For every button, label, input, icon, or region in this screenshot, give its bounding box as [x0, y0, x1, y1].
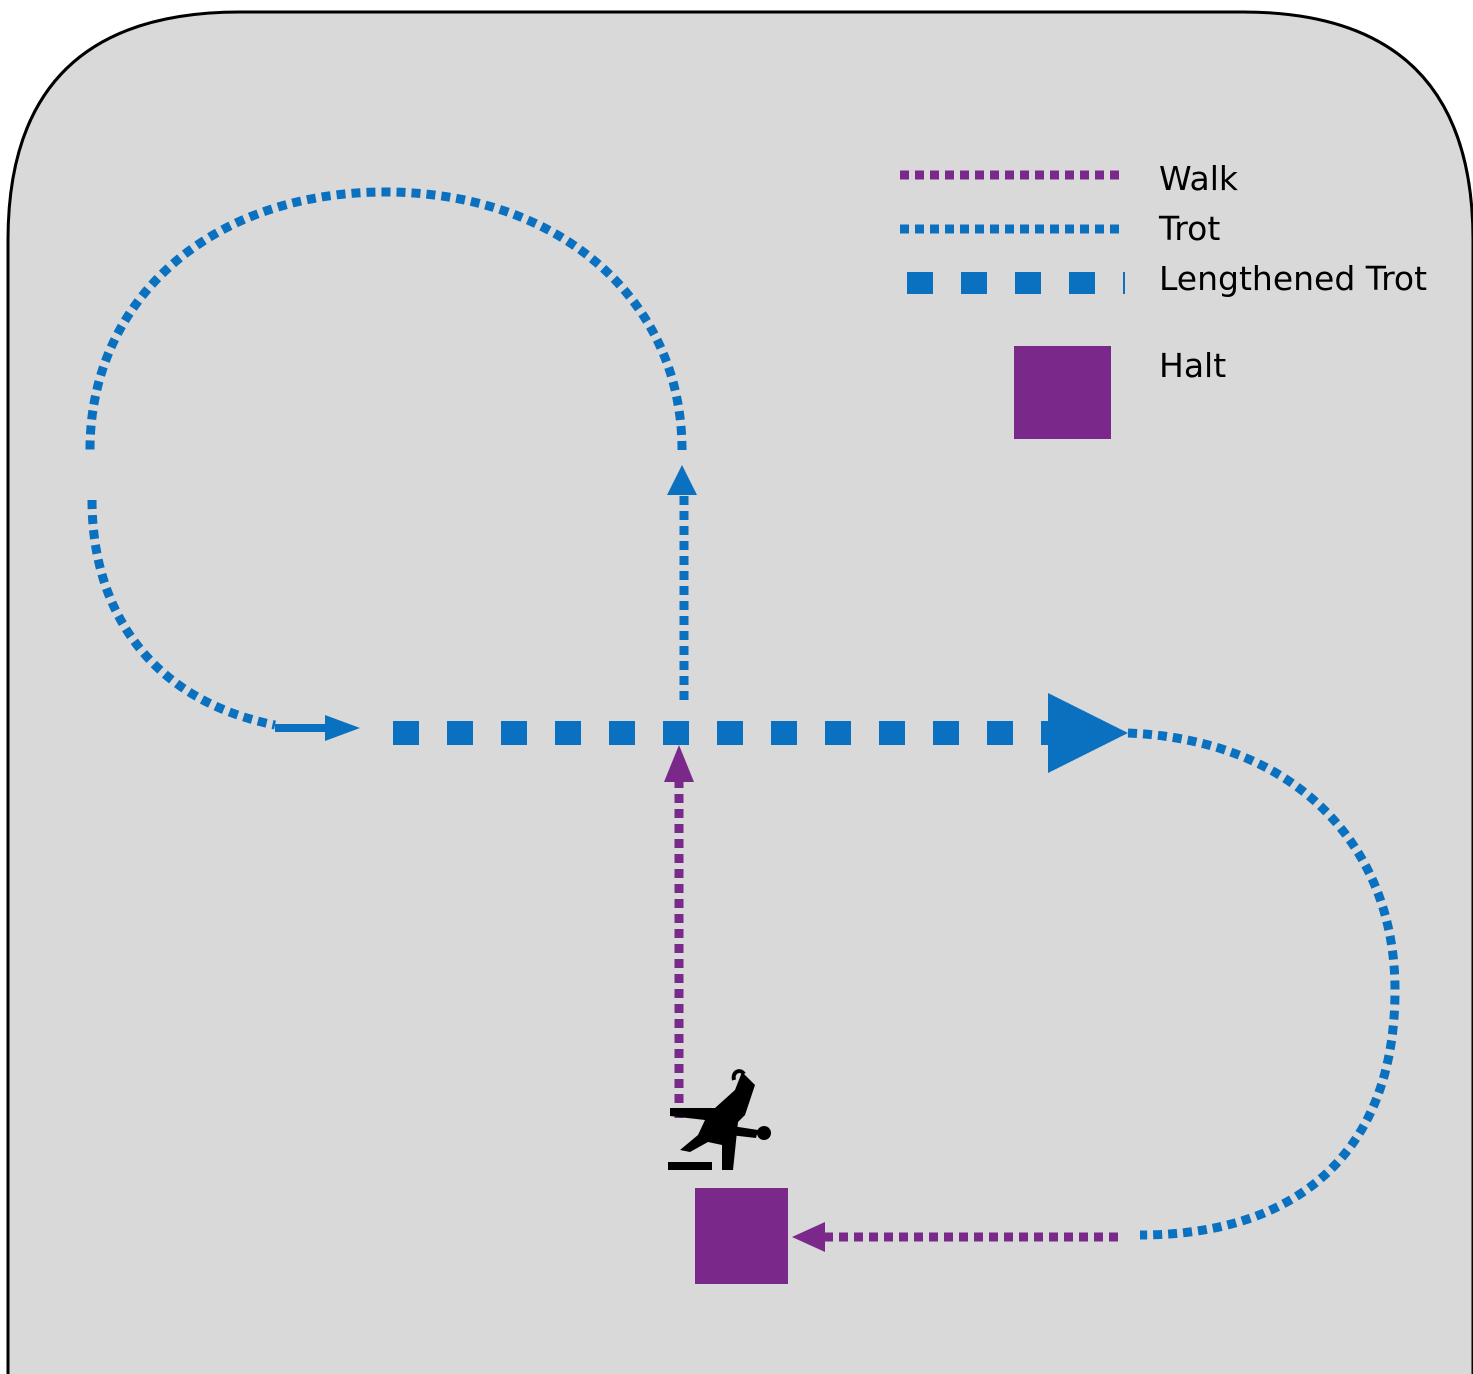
legend: Walk Trot Lengthened Trot Halt: [900, 159, 1427, 439]
legend-halt-label: Halt: [1159, 346, 1226, 385]
legend-walk-label: Walk: [1159, 159, 1239, 198]
halt-marker: [695, 1188, 788, 1284]
walk-arrowhead-up: [664, 745, 694, 782]
trot-curve-right: [1127, 728, 1400, 1240]
legend-trot-label: Trot: [1158, 209, 1220, 248]
horse-rider-icon: [668, 1069, 771, 1170]
walk-arrowhead-left: [792, 1222, 825, 1252]
arena: [6, 10, 1473, 1374]
legend-lengthened-trot-label: Lengthened Trot: [1159, 259, 1427, 298]
trot-arrowhead-up: [667, 465, 697, 495]
trot-loop-top-left: [85, 187, 687, 451]
trot-arrowhead-left: [325, 715, 360, 741]
legend-halt-swatch: [1014, 346, 1111, 439]
trot-curve-left-descent: [87, 499, 276, 730]
lengthened-trot-arrowhead: [1048, 693, 1128, 773]
